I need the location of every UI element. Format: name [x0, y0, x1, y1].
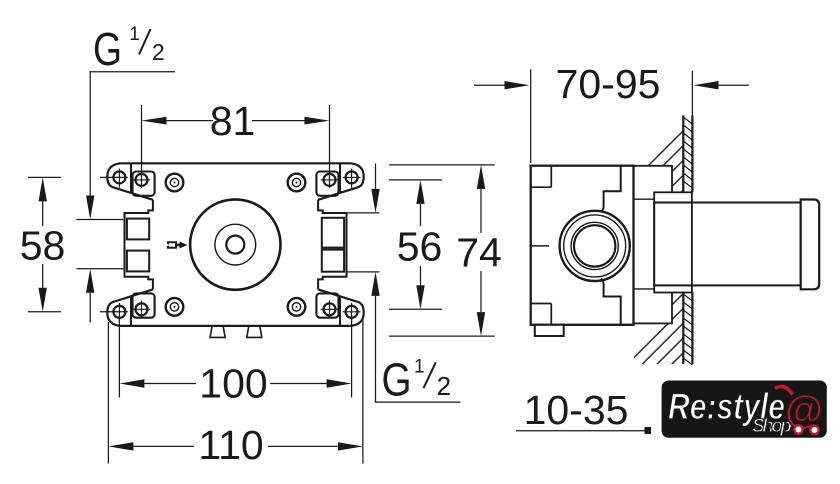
svg-text:1: 1 — [129, 24, 140, 45]
svg-text:@: @ — [785, 389, 823, 432]
svg-text:2: 2 — [437, 371, 451, 401]
svg-text:Shop: Shop — [752, 415, 792, 437]
svg-text:Re:style: Re:style — [668, 386, 785, 427]
svg-text:56: 56 — [397, 224, 443, 270]
svg-text:2: 2 — [152, 39, 165, 65]
svg-text:110: 110 — [198, 422, 263, 468]
svg-text:58: 58 — [20, 223, 66, 269]
svg-text:100: 100 — [199, 361, 267, 407]
svg-text:81: 81 — [210, 98, 256, 144]
svg-text:G: G — [93, 23, 122, 75]
svg-text:G: G — [382, 354, 412, 406]
svg-text:1: 1 — [414, 357, 425, 378]
svg-text:70-95: 70-95 — [556, 61, 661, 107]
svg-text:10-35: 10-35 — [524, 387, 629, 433]
svg-text:74: 74 — [456, 229, 502, 275]
